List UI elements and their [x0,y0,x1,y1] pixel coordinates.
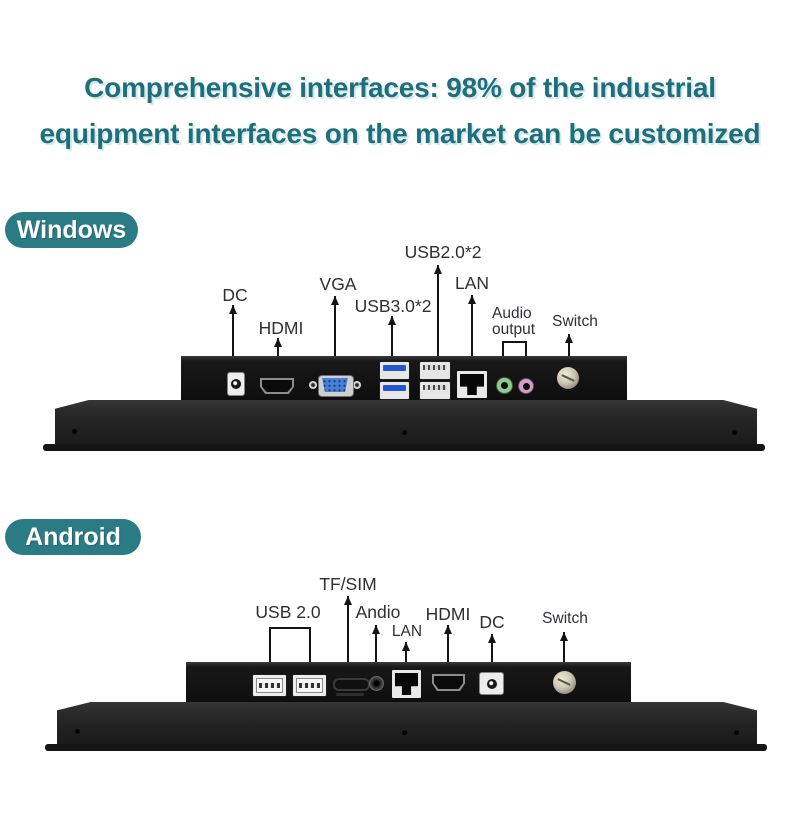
android-monitor-body [57,702,757,744]
windows-label-usb3: USB3.0*2 [354,296,432,316]
windows-label-audio-output: Audio output [492,305,536,338]
android-label-switch: Switch [542,610,588,627]
up-arrow-icon [347,596,349,662]
usb2-port-2 [292,674,327,697]
screw-hole [402,730,407,735]
android-label-usb2: USB 2.0 [255,602,321,622]
usb2-bracket-icon [269,627,311,664]
up-arrow-icon [375,625,377,662]
windows-monitor-flange [43,444,765,451]
android-monitor-flange [45,744,767,751]
up-arrow-icon [277,338,279,356]
vga-pin-face [322,378,348,392]
up-arrow-icon [491,634,493,662]
windows-label-usb2: USB2.0*2 [404,242,482,262]
usb3-port [379,381,410,400]
lan-port [392,670,421,698]
android-label-hdmi: HDMI [425,604,471,624]
hdmi-port [260,378,294,394]
hdmi-port-inner [262,380,292,392]
screw-hole [732,430,737,435]
power-switch-knob [553,671,576,694]
windows-label-dc: DC [222,285,248,305]
up-arrow-icon [471,295,473,356]
dc-power-port [227,372,245,396]
android-badge: Android [5,519,141,555]
up-arrow-icon [334,296,336,356]
screw-hole [402,430,407,435]
dc-power-port [479,672,504,695]
tf-sim-slot [333,678,370,696]
vga-screw [353,381,361,389]
up-arrow-icon [391,316,393,356]
screw-hole [734,730,739,735]
audio-jack [369,676,384,691]
windows-label-lan: LAN [454,273,490,293]
vga-screw [309,381,317,389]
usb2-port [419,381,451,400]
up-arrow-icon [563,632,565,662]
power-switch-knob [557,367,579,389]
mic-pink-jack [518,378,534,394]
usb3-port [379,361,410,380]
up-arrow-icon [447,625,449,662]
windows-label-hdmi: HDMI [258,318,304,338]
up-arrow-icon [232,305,234,356]
vga-port [309,374,361,397]
android-label-tfsim: TF/SIM [319,574,377,594]
usb2-port [419,361,451,380]
windows-label-vga: VGA [319,274,357,294]
windows-label-switch: Switch [552,313,598,330]
lan-port [457,371,487,398]
hdmi-port [432,674,465,691]
android-label-dc: DC [479,612,505,632]
audio-output-bracket-icon [502,341,527,358]
hdmi-port-inner [434,676,463,689]
up-arrow-icon [405,642,407,662]
android-label-audio: Andio [355,602,401,622]
screw-hole [75,729,80,734]
page-title-line-1: Comprehensive interfaces: 98% of the ind… [84,72,716,103]
screw-hole [72,429,77,434]
audio-out-green-jack [496,377,513,394]
usb2-port-1 [252,674,287,697]
up-arrow-icon [568,334,570,356]
windows-monitor-body [55,400,757,444]
page-title-line-2: equipment interfaces on the market can b… [39,118,761,149]
up-arrow-icon [437,265,439,356]
android-label-lan: LAN [391,623,423,640]
windows-badge: Windows [5,212,138,248]
